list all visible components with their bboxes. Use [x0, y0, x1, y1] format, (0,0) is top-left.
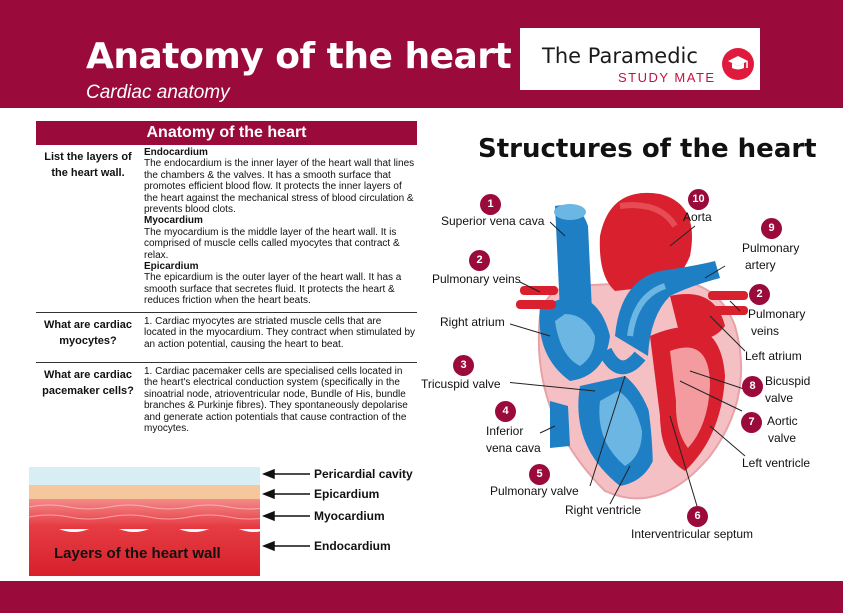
badge-pulmonary-veins-right: 2 [749, 284, 770, 305]
graduation-cap-icon [722, 48, 754, 80]
row-question: What are cardiac pacemaker cells? [42, 369, 134, 397]
heart-wall-layers-illustration [29, 467, 260, 576]
label-pulmonary-artery: Pulmonary [742, 241, 800, 255]
badge-pulmonary-valve: 5 [529, 464, 550, 485]
row-question: List the layers of the heart wall. [44, 151, 132, 179]
heart-diagram [510, 192, 751, 516]
label-right-ventricle: Right ventricle [565, 503, 642, 517]
row-answer: Endocardium The endocardium is the inner… [144, 147, 416, 307]
label-inferior-vena-cava: Inferior [486, 424, 524, 438]
label-superior-vena-cava: Superior vena cava [441, 214, 545, 228]
page-title: Anatomy of the heart [86, 36, 512, 77]
section-title: Endocardium [144, 147, 208, 158]
row-answer: 1. Cardiac pacemaker cells are specialis… [144, 366, 408, 435]
section-text: The epicardium is the outer layer of the… [144, 272, 402, 307]
label-aortic-valve-line2: valve [768, 431, 797, 445]
page-subtitle: Cardiac anatomy [86, 82, 230, 103]
layer-label-pericardial-cavity: Pericardial cavity [314, 467, 413, 481]
badge-aortic-valve: 7 [741, 412, 762, 433]
section-text: The endocardium is the inner layer of th… [144, 158, 415, 216]
label-left-ventricle: Left ventricle [742, 456, 811, 470]
label-aortic-valve: Aortic [767, 414, 798, 428]
label-tricuspid-valve: Tricuspid valve [421, 377, 501, 391]
header-banner: Anatomy of the heart Cardiac anatomy The… [0, 0, 843, 108]
label-pulmonary-valve: Pulmonary valve [490, 484, 579, 498]
structures-title: Structures of the heart [478, 134, 817, 164]
label-right-atrium: Right atrium [440, 315, 505, 329]
footer-banner [0, 581, 843, 613]
label-bicuspid-valve: Bicuspid [765, 374, 811, 388]
badge-aorta: 10 [688, 189, 709, 210]
section-text: The myocardium is the middle layer of th… [144, 226, 400, 261]
table-row: List the layers of the heart wall. Endoc… [36, 145, 417, 313]
layer-label-endocardium: Endocardium [314, 539, 391, 553]
table-row: What are cardiac myocytes? 1. Cardiac my… [36, 313, 417, 363]
label-pulmonary-artery-line2: artery [745, 258, 776, 272]
badge-interventricular-septum: 6 [687, 506, 708, 527]
label-pulmonary-veins-right: Pulmonary [748, 307, 806, 321]
section-title: Epicardium [144, 261, 199, 273]
brand-logo: The Paramedic STUDY MATE [520, 28, 760, 90]
row-question: What are cardiac myocytes? [43, 319, 133, 347]
label-aorta: Aorta [683, 210, 712, 224]
label-inferior-vena-cava-line2: vena cava [486, 441, 541, 455]
label-pulmonary-veins: Pulmonary veins [432, 272, 521, 286]
badge-tricuspid-valve: 3 [453, 355, 474, 376]
layers-title: Layers of the heart wall [54, 545, 221, 562]
badge-pulmonary-veins: 2 [469, 250, 490, 271]
table-heading: Anatomy of the heart [36, 121, 417, 145]
label-bicuspid-valve-line2: valve [765, 391, 794, 405]
badge-pulmonary-artery: 9 [761, 218, 782, 239]
row-answer: 1. Cardiac myocytes are striated muscle … [144, 316, 416, 350]
table-row: What are cardiac pacemaker cells? 1. Car… [36, 363, 417, 451]
layer-label-myocardium: Myocardium [314, 509, 385, 523]
layer-arrows [262, 468, 310, 552]
label-pulmonary-veins-right-line2: veins [751, 324, 780, 338]
section-title: Myocardium [144, 215, 203, 227]
badge-inferior-vena-cava: 4 [495, 401, 516, 422]
label-left-atrium: Left atrium [745, 349, 802, 363]
label-interventricular-septum: Interventricular septum [631, 527, 754, 541]
badge-bicuspid-valve: 8 [742, 376, 763, 397]
brand-tagline: STUDY MATE [618, 70, 716, 85]
layer-label-epicardium: Epicardium [314, 487, 380, 501]
badge-superior-vena-cava: 1 [480, 194, 501, 215]
brand-name: The Paramedic [542, 44, 698, 68]
